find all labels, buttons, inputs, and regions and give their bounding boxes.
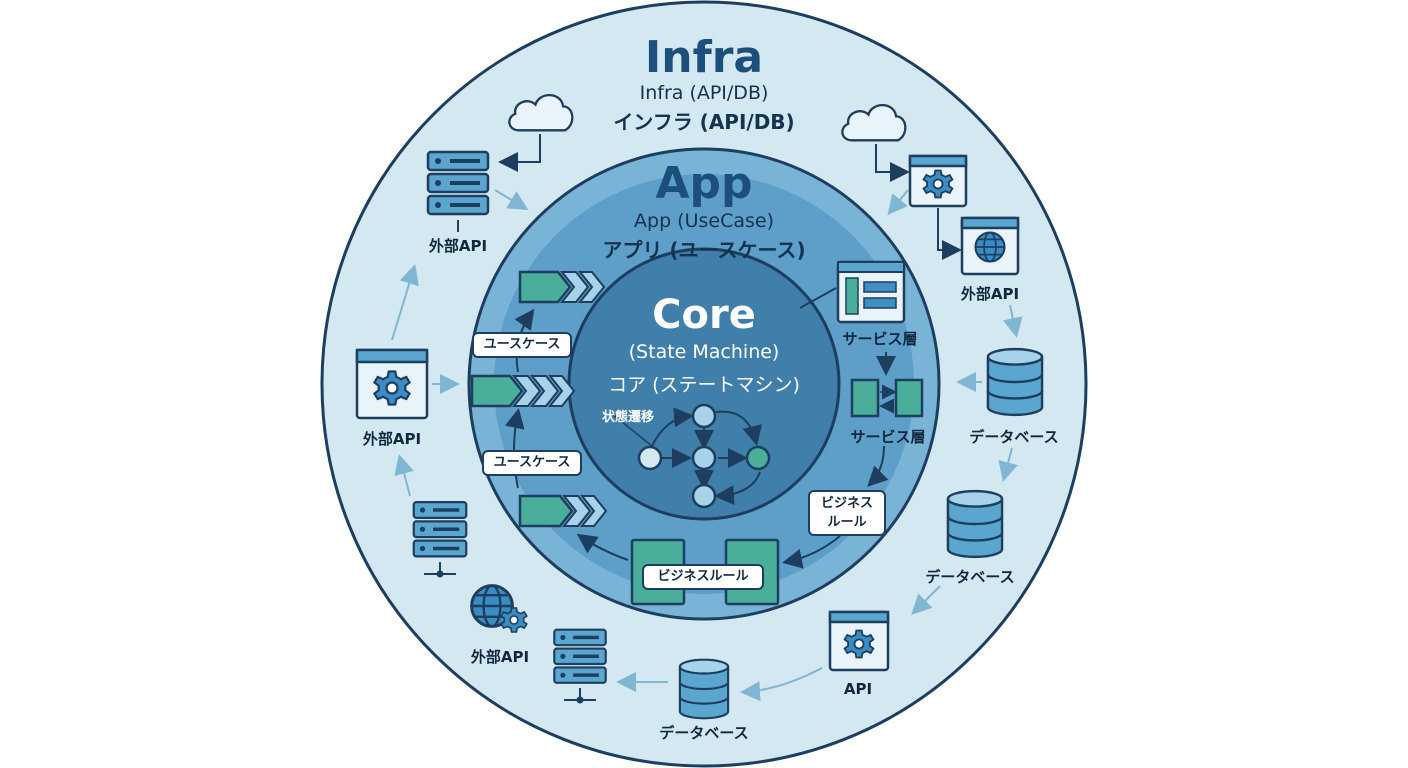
service-layer-label: サービス層	[850, 428, 926, 446]
ext-api-label: 外部API	[362, 430, 422, 448]
business-rule-pill: ビジネスルール	[642, 564, 764, 590]
database-icon	[946, 489, 1004, 559]
service-layer-panel	[836, 260, 906, 324]
infra-subtitle-ja: インフラ (API/DB)	[613, 110, 795, 134]
infra-subtitle: Infra (API/DB)	[639, 82, 769, 104]
app-title: App	[655, 158, 753, 209]
core-title: Core	[652, 292, 756, 338]
ext-api-label: 外部API	[960, 285, 1020, 303]
service-layer-label: サービス層	[842, 330, 918, 348]
database-icon	[678, 658, 730, 720]
server-icon	[412, 501, 468, 558]
app-subtitle: App (UseCase)	[634, 210, 774, 232]
database-label: データベース	[969, 428, 1059, 446]
ext-api-label: 外部API	[428, 237, 488, 255]
api-label: API	[843, 680, 873, 698]
server-icon	[426, 150, 490, 216]
core-subtitle-ja: コア (ステートマシン)	[608, 374, 800, 396]
usecase-pill: ユースケース	[472, 332, 572, 358]
usecase-chevrons-mid	[470, 374, 576, 408]
server-icon	[553, 628, 607, 684]
api-window-icon	[828, 610, 890, 672]
app-subtitle-ja: アプリ (ユースケース)	[602, 238, 806, 262]
service-layer-modules	[850, 378, 924, 418]
usecase-chevrons-bottom	[518, 494, 608, 528]
settings-window-icon	[355, 348, 429, 420]
usecase-pill: ユースケース	[482, 450, 582, 476]
database-icon	[986, 347, 1044, 417]
core-subtitle: (State Machine)	[628, 341, 780, 363]
database-label: データベース	[925, 568, 1015, 586]
business-rule-pill: ビジネス ルール	[808, 490, 886, 536]
ext-api-label: 外部API	[470, 648, 530, 666]
state-transition-graph	[611, 403, 771, 509]
settings-window-icon	[908, 154, 968, 208]
state-transition-label: 状態遷移	[601, 410, 655, 425]
usecase-chevrons-top	[518, 270, 606, 304]
globe-window-icon	[960, 216, 1020, 276]
infra-title: Infra	[644, 32, 764, 83]
database-label: データベース	[659, 724, 749, 742]
